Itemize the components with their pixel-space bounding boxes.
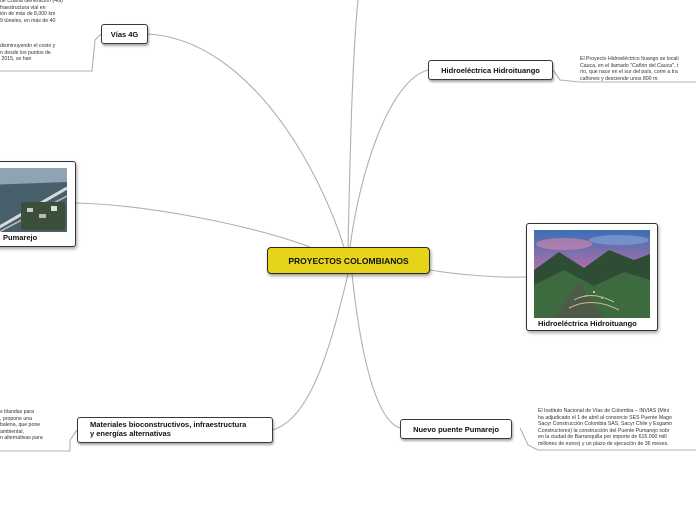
- note-materiales: s blandas para , propone una balena, que…: [0, 409, 43, 441]
- topic-hidroituango[interactable]: Hidroeléctrica Hidroituango: [428, 60, 553, 80]
- pumarejo-photo: [0, 168, 67, 232]
- note-vias-4g: de Cuarta Generación (4G) fraestructura …: [0, 0, 63, 24]
- topic-materiales[interactable]: Materiales bioconstructivos, infraestruc…: [77, 417, 273, 443]
- image-card-hidroituango[interactable]: Hidroeléctrica Hidroituango: [526, 223, 658, 331]
- image-caption-pumarejo: Pumarejo: [3, 233, 38, 242]
- image-card-pumarejo[interactable]: Pumarejo: [0, 161, 76, 247]
- topic-nuevo-puente-pumarejo[interactable]: Nuevo puente Pumarejo: [400, 419, 512, 439]
- topic-vias-4g-label: Vías 4G: [110, 29, 139, 39]
- topic-hidroituango-label: Hidroeléctrica Hidroituango: [441, 65, 540, 75]
- hidroituango-photo: [534, 230, 650, 318]
- central-topic[interactable]: PROYECTOS COLOMBIANOS: [267, 247, 430, 274]
- note-vias-4g-continued: disminuyendo el costo y n desde los punt…: [0, 43, 56, 62]
- topic-nuevo-puente-pumarejo-label: Nuevo puente Pumarejo: [413, 424, 499, 434]
- note-hidroituango: El Proyecto Hidroeléctrico Ituango se lo…: [580, 56, 679, 82]
- central-topic-label: PROYECTOS COLOMBIANOS: [288, 255, 409, 266]
- note-nuevo-puente-pumarejo: El Instituto Nacional de Vías de Colombi…: [538, 408, 673, 447]
- image-caption-hidroituango: Hidroeléctrica Hidroituango: [538, 319, 637, 328]
- topic-vias-4g[interactable]: Vías 4G: [101, 24, 148, 44]
